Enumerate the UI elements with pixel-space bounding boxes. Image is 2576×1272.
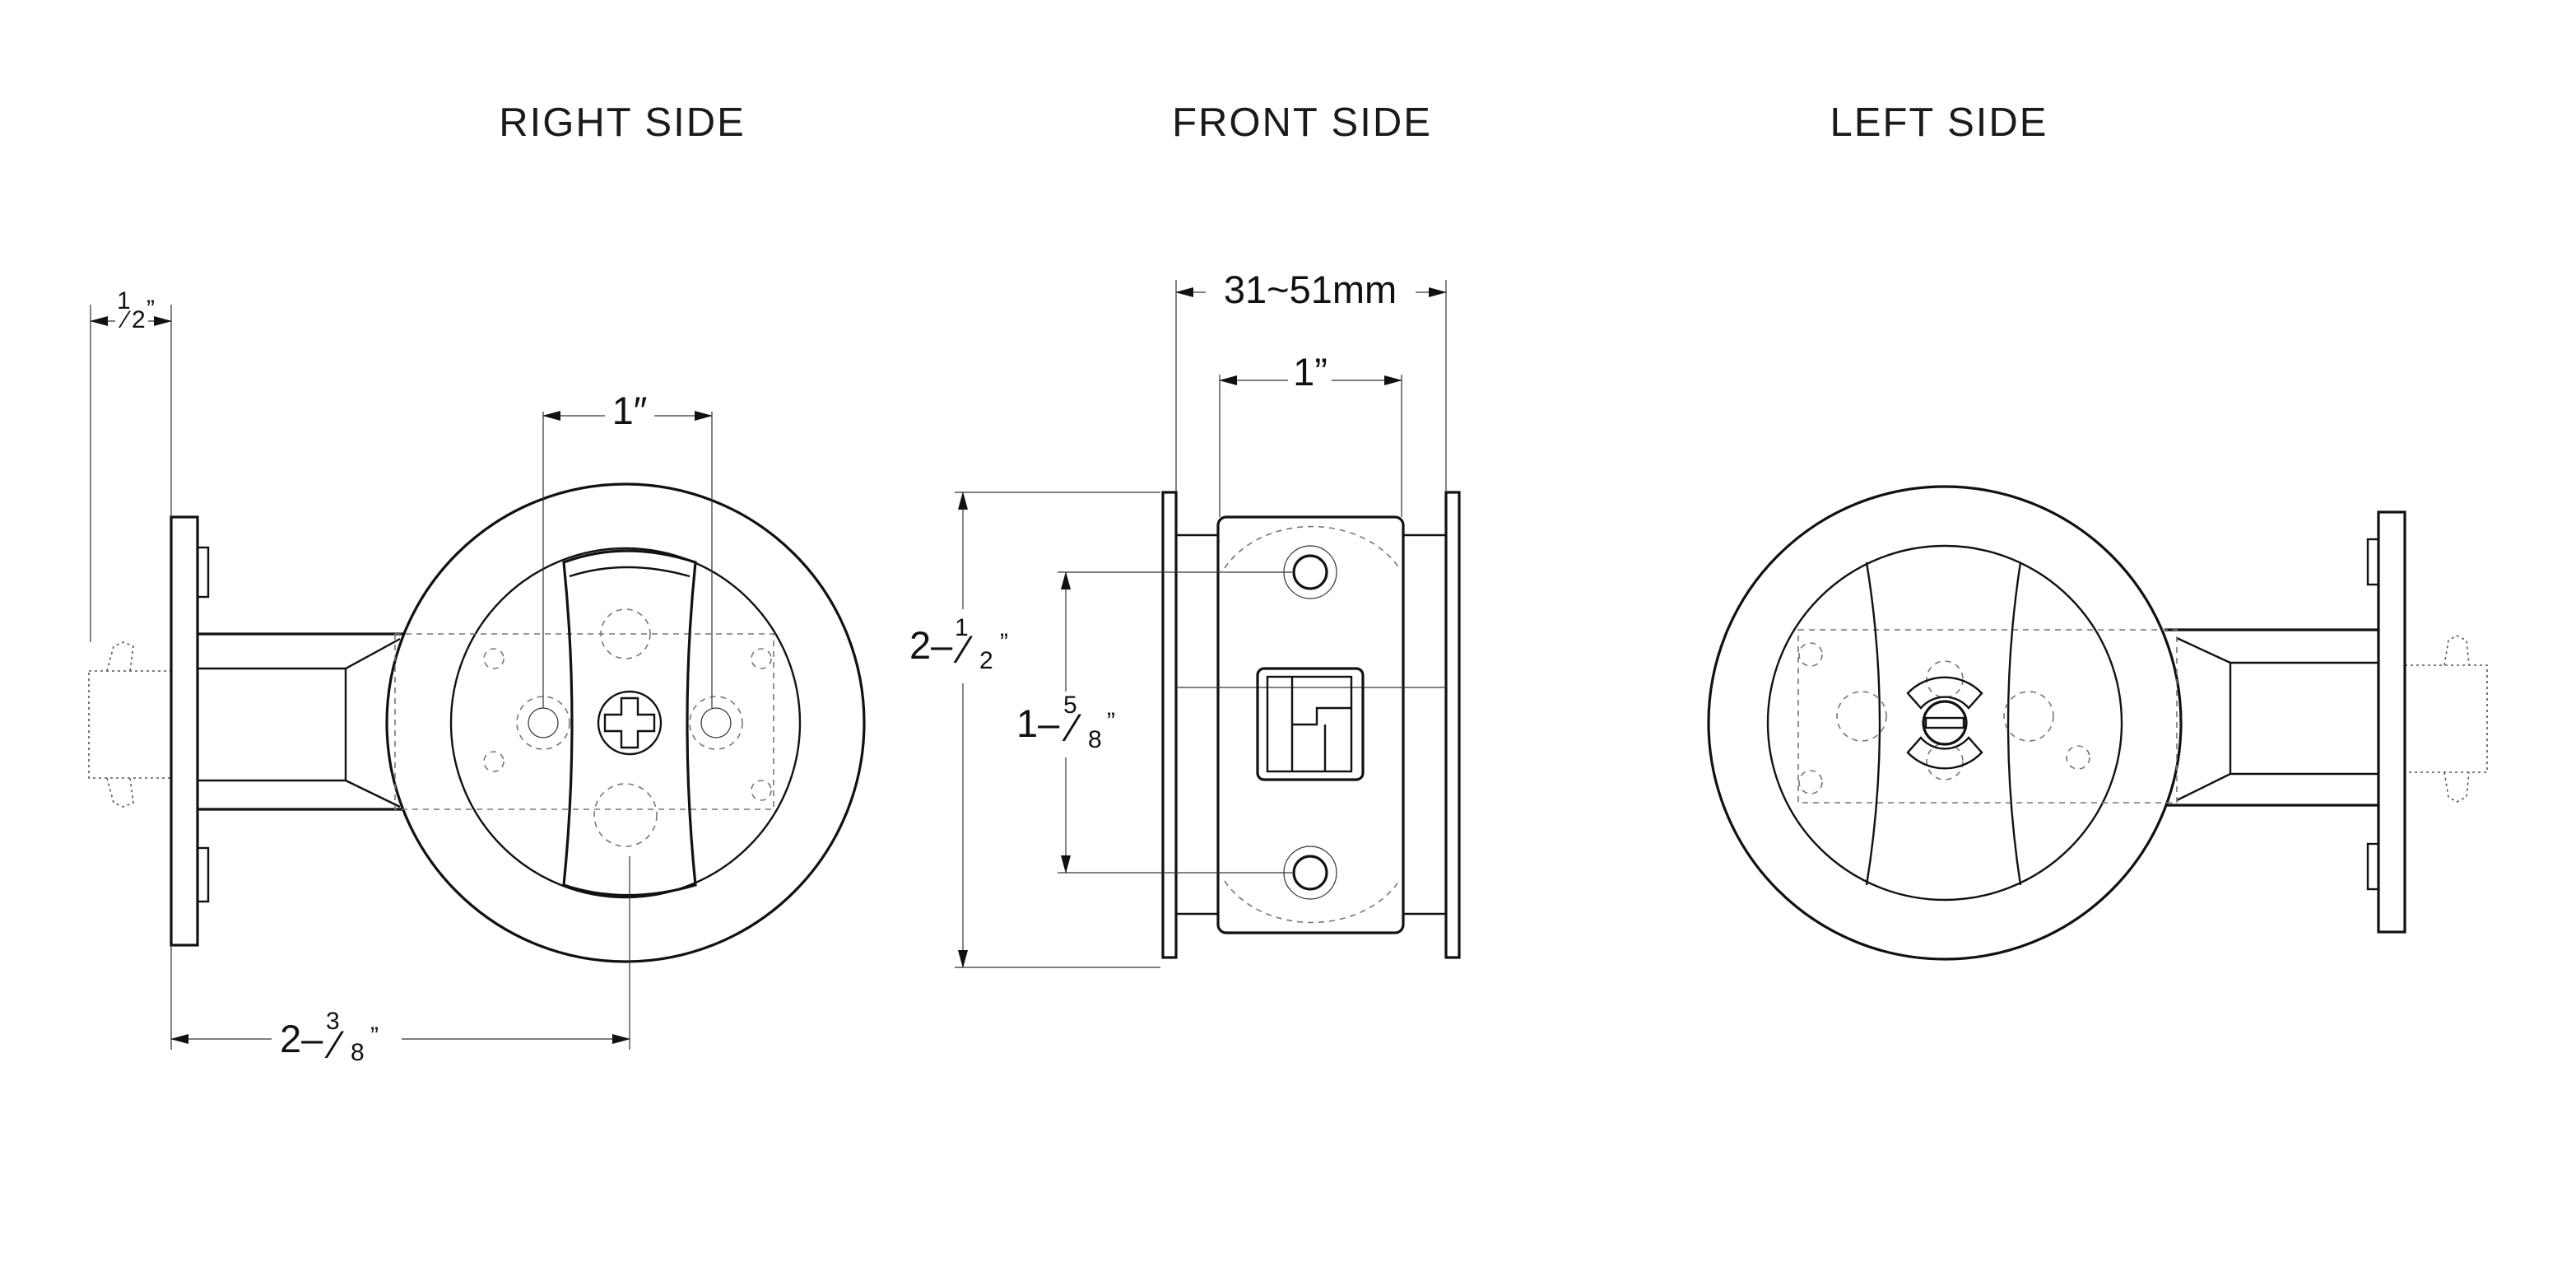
right-backset-den: 8 <box>351 1039 365 1066</box>
front-width-label: 1” <box>1293 350 1328 394</box>
left-round-plate <box>1707 485 2183 961</box>
front-side-view: 31~51mm 1” 2– 1 ⁄ 2 ” 1– <box>909 268 1461 968</box>
front-height-den: 2 <box>979 647 993 674</box>
front-width-dimension: 1” <box>1219 350 1402 517</box>
right-half-inch-num: 1 <box>117 287 131 315</box>
left-faceplate <box>2366 510 2406 934</box>
right-half-inch-unit: ” <box>146 296 155 323</box>
left-emergency-release <box>1906 676 1983 770</box>
front-screw-spacing-unit: ” <box>1107 708 1115 735</box>
left-latch-bolt <box>2404 635 2488 803</box>
right-side-view: 1 ⁄ 2 ” 1″ 2– 3 ⁄ 8 ” <box>88 287 866 1066</box>
right-spindle-spacing-label: 1″ <box>612 389 648 432</box>
front-screw-spacing-whole: 1– <box>1016 701 1060 745</box>
right-round-plate <box>385 482 866 963</box>
front-right-flange <box>1444 491 1461 959</box>
right-backset-num: 3 <box>326 1008 340 1035</box>
right-half-inch-dimension: 1 ⁄ 2 ” <box>90 287 172 642</box>
right-latch-body <box>198 632 410 811</box>
front-left-flange <box>1161 491 1178 959</box>
left-latch-body <box>2164 628 2378 807</box>
front-door-thickness-label: 31~51mm <box>1224 268 1397 311</box>
front-screw-spacing-den: 8 <box>1088 726 1102 753</box>
right-backset-unit: ” <box>370 1023 379 1050</box>
front-door-thickness-dimension: 31~51mm <box>1175 268 1447 492</box>
right-backset-whole: 2– <box>280 1017 323 1060</box>
right-half-inch-den: 2 <box>132 306 146 333</box>
left-side-title: LEFT SIDE <box>1830 100 2048 145</box>
front-latch-opening <box>1256 667 1365 781</box>
right-faceplate <box>170 515 210 947</box>
right-side-title: RIGHT SIDE <box>499 100 746 145</box>
front-height-dimension: 2– 1 ⁄ 2 ” <box>909 492 1160 968</box>
front-height-num: 1 <box>955 614 969 641</box>
front-height-whole: 2– <box>909 623 953 667</box>
left-side-view <box>1707 485 2488 961</box>
front-screw-spacing-dimension: 1– 5 ⁄ 8 ” <box>1016 571 1292 874</box>
front-screw-spacing-num: 5 <box>1063 692 1077 719</box>
right-latch-bolt <box>88 641 172 808</box>
front-height-unit: ” <box>1000 629 1008 656</box>
right-cross-slot <box>597 690 663 756</box>
right-spindle-spacing-dimension: 1″ <box>542 389 713 708</box>
front-side-title: FRONT SIDE <box>1172 100 1432 145</box>
